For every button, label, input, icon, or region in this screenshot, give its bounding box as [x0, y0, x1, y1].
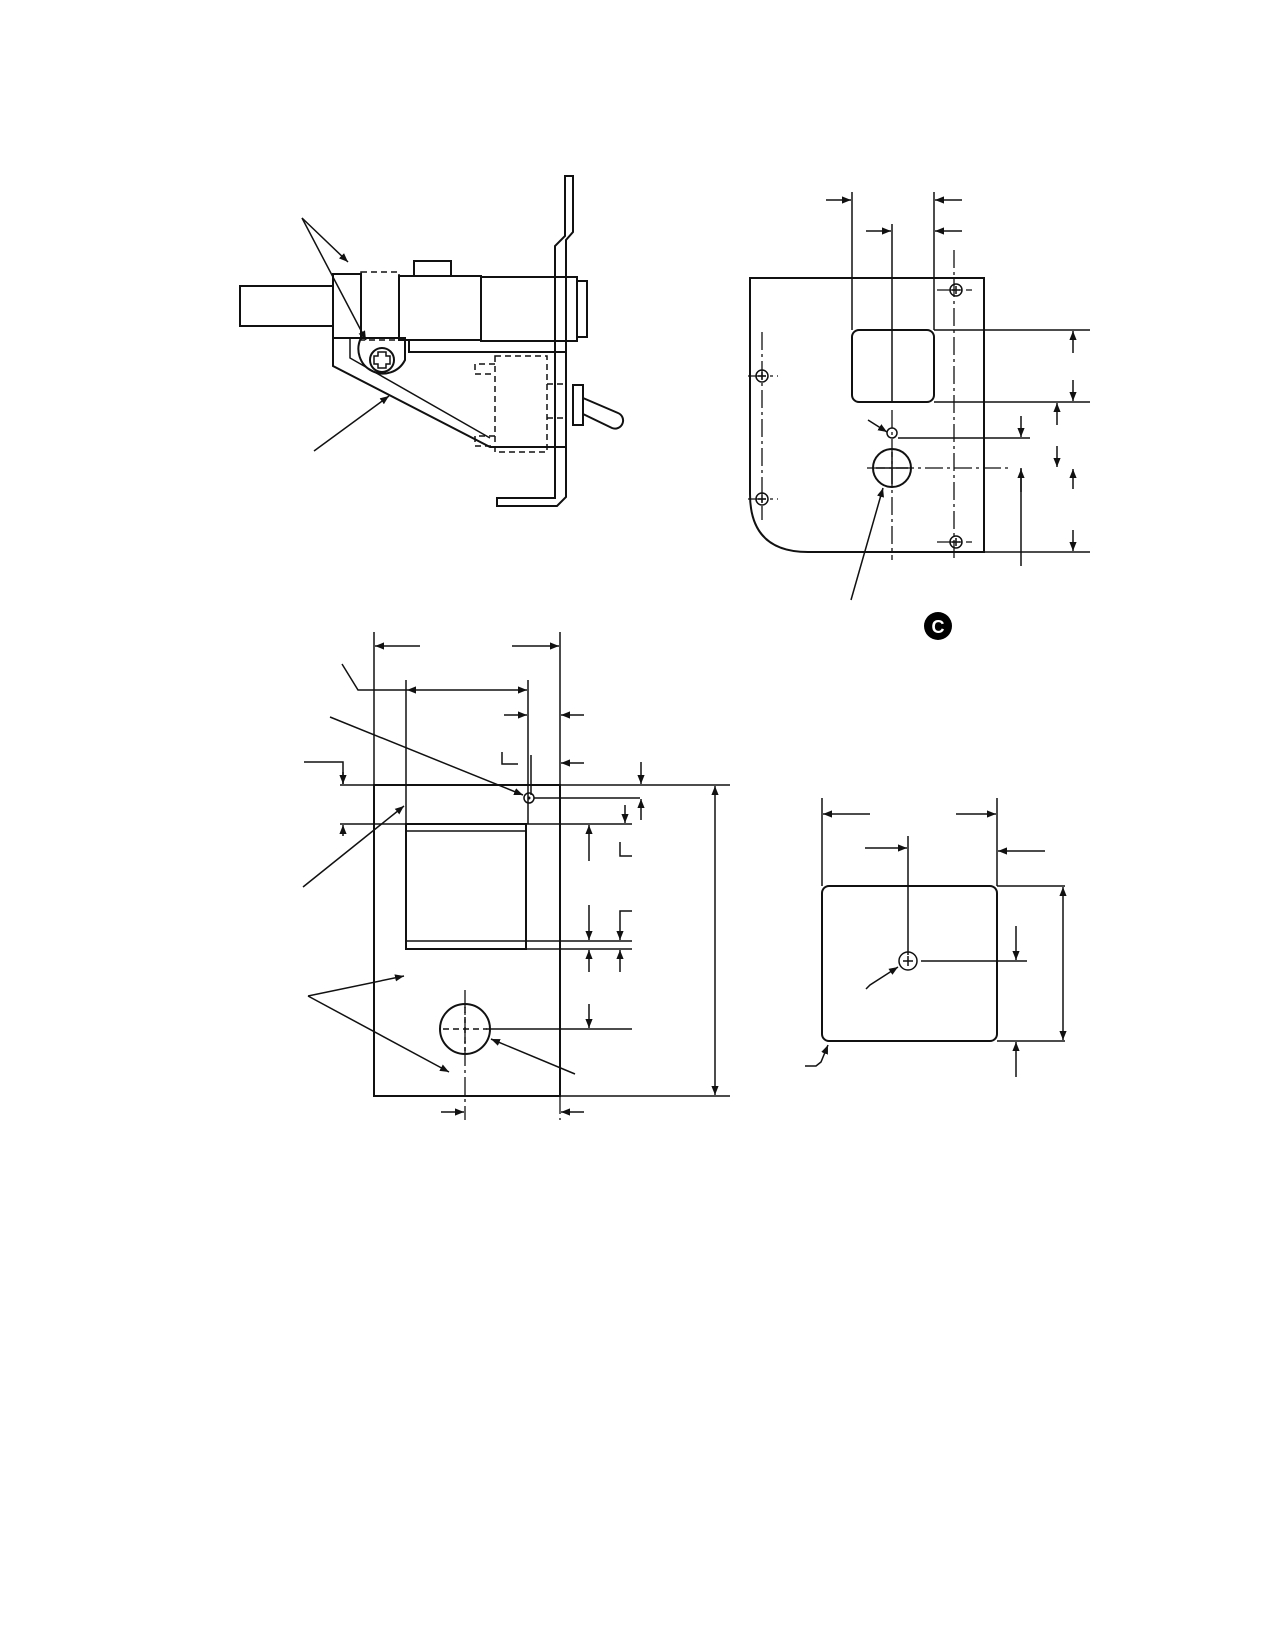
mount-hole-icon [949, 535, 963, 549]
panel-view: C [748, 192, 1090, 640]
shaft-collar [332, 273, 362, 339]
barrel-flange [576, 280, 588, 338]
leader-line [341, 663, 407, 691]
leader-line [490, 1038, 576, 1075]
plate-template-view [302, 632, 730, 1120]
mounting-plate [496, 175, 574, 507]
panel-rect-cutout [851, 329, 935, 403]
leader-line [302, 805, 405, 888]
leader-line [805, 1044, 829, 1067]
leader-line [301, 217, 367, 341]
leader-line [307, 995, 450, 1073]
barrel [480, 276, 578, 342]
inner-bracket [408, 340, 565, 353]
small-plate-outline [821, 885, 998, 1042]
pilot-hole-icon [523, 792, 535, 804]
callout-c-circle [924, 612, 952, 640]
leader-line [301, 217, 349, 263]
shaft [239, 285, 334, 327]
mount-hole-icon [755, 492, 769, 506]
panel-outline [749, 277, 985, 553]
small-plate-view [805, 798, 1067, 1077]
leader-line [313, 395, 390, 452]
support-bracket-inner [349, 338, 491, 439]
callout-c-label: C [932, 617, 945, 637]
small-pilot-hole [886, 427, 898, 439]
side-view-assembly [239, 175, 625, 507]
mount-hole-icon [949, 283, 963, 297]
hidden-switch-body [494, 355, 548, 453]
toggle-nut [572, 384, 584, 426]
screw-icon [357, 337, 406, 375]
body-top-tab [413, 260, 452, 277]
toggle-hole-icon [872, 448, 912, 488]
leader-line [850, 487, 884, 601]
leader-line [329, 716, 524, 796]
leader-line [865, 966, 899, 990]
toggle-lever [582, 397, 625, 430]
support-bracket [332, 338, 565, 448]
mount-hole-icon [755, 369, 769, 383]
collar-hidden-lines [360, 271, 400, 341]
small-hole-icon [898, 951, 918, 971]
plate-rect-cutout [405, 823, 527, 950]
toggle-hole-icon [439, 1003, 491, 1055]
leader-line [867, 419, 888, 433]
callout-c-badge: C [924, 612, 952, 640]
switch-body [398, 275, 482, 341]
leader-line [307, 974, 405, 997]
